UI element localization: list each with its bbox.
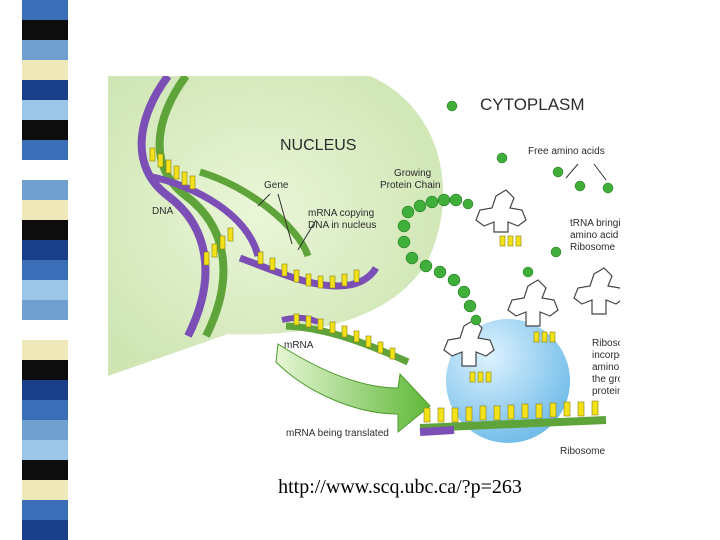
- stripe-block: [22, 400, 68, 420]
- free-amino-acids-label: Free amino acids: [528, 146, 605, 157]
- stripe-block: [22, 220, 68, 240]
- stripe-block: [22, 300, 68, 320]
- free-amino-acids: [446, 100, 614, 278]
- stripe-block: [22, 280, 68, 300]
- mrna-translated-label: mRNA being translated: [286, 428, 389, 439]
- growing-chain-label-2: Protein Chain: [380, 180, 441, 191]
- stripe-block: [22, 440, 68, 460]
- amino-acid-chain: [397, 193, 482, 326]
- trna-label-2: amino acid to: [570, 230, 620, 241]
- mrna-copying-label-2: DNA in nucleus: [308, 220, 376, 231]
- translation-arrow: [275, 343, 431, 434]
- trna-anticodons: [469, 235, 556, 383]
- source-url: http://www.scq.ubc.ca/?p=263: [278, 476, 522, 498]
- gene-label: Gene: [264, 180, 289, 191]
- mrna-copying-label-1: mRNA copying: [308, 208, 374, 219]
- nucleus-title: NUCLEUS: [280, 137, 356, 154]
- ribosome-label: Ribosome: [560, 446, 605, 457]
- stripe-block: [22, 380, 68, 400]
- stripe-block: [22, 460, 68, 480]
- mrna-being-translated: [419, 400, 607, 436]
- stripe-block: [22, 40, 68, 60]
- stripe-block: [22, 140, 68, 160]
- stripe-block: [22, 520, 68, 540]
- ribosome-incorporating-label-2: incorporating: [592, 350, 620, 361]
- stripe-block: [22, 480, 68, 500]
- dna-label: DNA: [152, 206, 173, 217]
- ribosome-incorporating-label-5: protein chain: [592, 386, 620, 397]
- protein-synthesis-diagram: CYTOPLASM NUCLEUS Free amino acids Growi…: [108, 76, 620, 457]
- mrna-label: mRNA: [284, 340, 314, 351]
- decorative-side-stripe: [22, 0, 68, 540]
- stripe-block: [22, 80, 68, 100]
- trna-molecules: [443, 189, 620, 367]
- ribosome-incorporating-label-3: amino acids into: [592, 362, 620, 373]
- stripe-block: [22, 500, 68, 520]
- ribosome-incorporating-label-4: the growing: [592, 374, 620, 385]
- stripe-block: [22, 200, 68, 220]
- ribosome-incorporating-label-1: Ribosome: [592, 338, 620, 349]
- stripe-block: [22, 340, 68, 360]
- trna-label-1: tRNA bringing: [570, 218, 620, 229]
- stripe-block: [22, 360, 68, 380]
- mrna-strand-nucleus: [238, 251, 380, 290]
- stripe-block: [22, 0, 68, 20]
- growing-chain-label-1: Growing: [394, 168, 431, 179]
- mrna-strand-cytoplasm: [281, 313, 410, 366]
- dna-double-helix: [137, 76, 312, 338]
- nucleus-region: [108, 76, 444, 376]
- stripe-block: [22, 420, 68, 440]
- label-pointer-lines: [257, 163, 607, 251]
- cytoplasm-title: CYTOPLASM: [480, 95, 585, 114]
- stripe-block: [22, 240, 68, 260]
- stripe-block: [22, 180, 68, 200]
- stripe-block: [22, 320, 68, 340]
- stripe-block: [22, 100, 68, 120]
- trna-label-3: Ribosome: [570, 242, 615, 253]
- stripe-block: [22, 260, 68, 280]
- stripe-block: [22, 60, 68, 80]
- stripe-block: [22, 120, 68, 140]
- stripe-block: [22, 20, 68, 40]
- stripe-block: [22, 160, 68, 180]
